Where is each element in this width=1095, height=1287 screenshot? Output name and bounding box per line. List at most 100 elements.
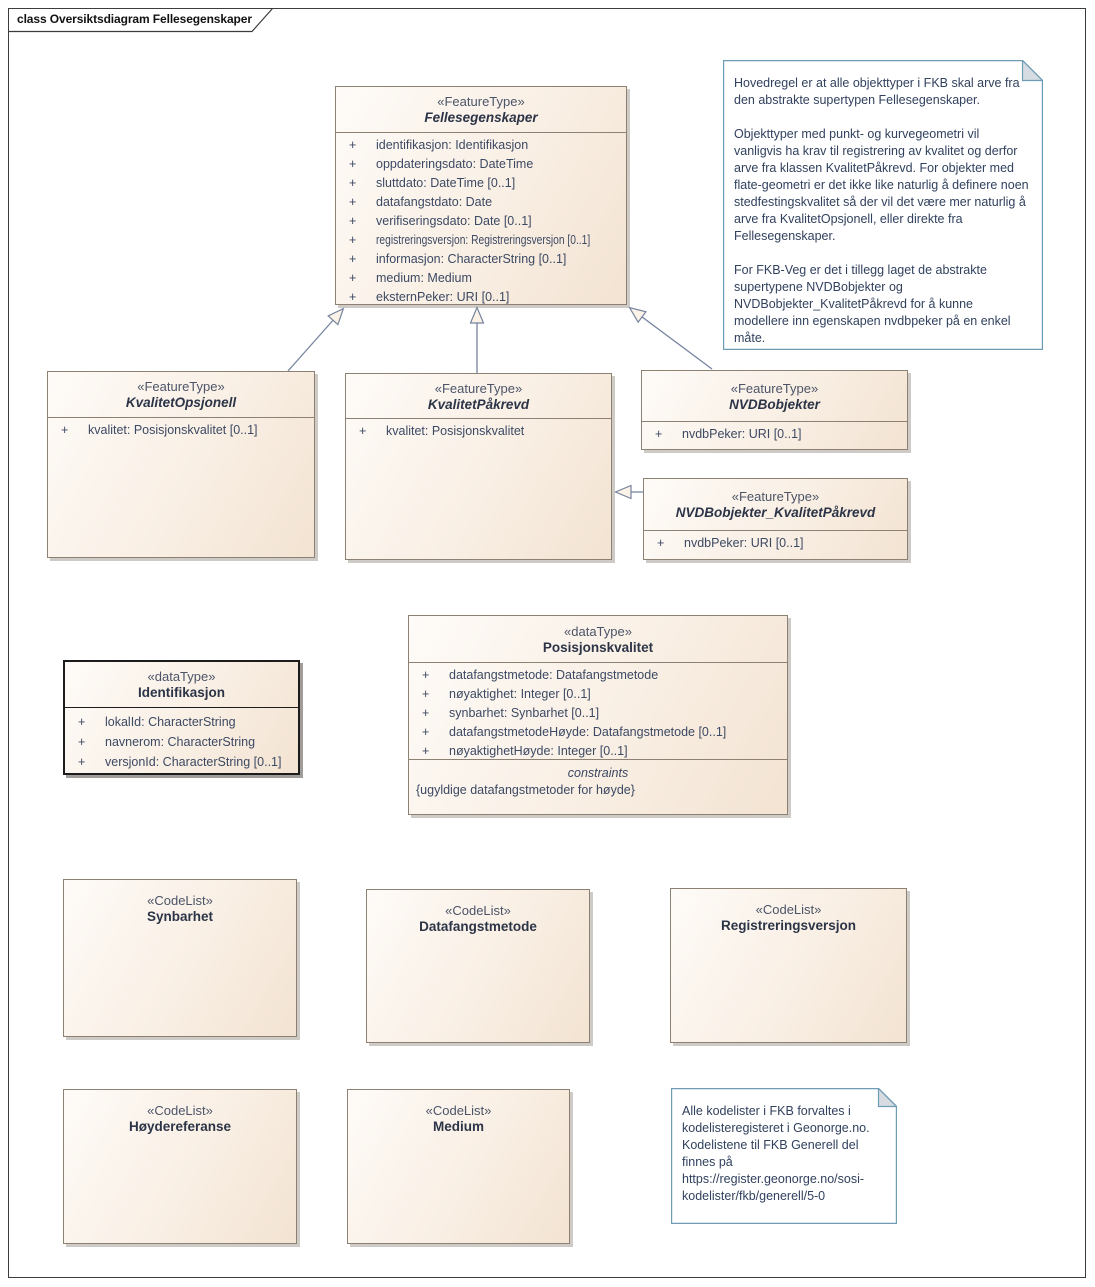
attribute-text: nvdbPeker: URI [0..1] [682, 427, 802, 441]
class-header: «CodeList» Medium [348, 1090, 569, 1134]
attribute-compartment: +nvdbPeker: URI [0..1] [644, 531, 907, 556]
attribute-row: +datafangstdato: Date [336, 193, 626, 212]
class-nvdbobjekter-kvalitetpakrevd[interactable]: «FeatureType» NVDBobjekter_KvalitetPåkre… [643, 478, 908, 560]
visibility: + [422, 706, 430, 720]
class-header: «FeatureType» KvalitetPåkrevd [346, 374, 611, 419]
class-nvdbobjekter[interactable]: «FeatureType» NVDBobjekter + nvdbPeker: U… [641, 370, 908, 450]
attribute-text: kvalitet: Posisjonskvalitet [386, 424, 525, 438]
attribute-text: synbarhet: Synbarhet [0..1] [449, 706, 600, 720]
stereotype-label: «CodeList» [445, 903, 511, 918]
class-header: «FeatureType» Fellesegenskaper [336, 87, 626, 133]
class-kvalitetopsjonell[interactable]: «FeatureType» KvalitetOpsjonell +kvalite… [47, 371, 315, 558]
class-identifikasjon[interactable]: «dataType» Identifikasjon +lokalId: Char… [63, 660, 300, 775]
class-name: Registreringsversjon [720, 918, 857, 933]
visibility: + [349, 214, 357, 228]
stereotype-label: «FeatureType» [731, 489, 820, 504]
attribute-compartment: + identifikasjon: Identifikasjon + oppdate… [336, 133, 626, 310]
attribute-row: + synbarhet: Synbarhet [0..1] [409, 704, 787, 723]
note-kodelister[interactable]: Alle kodelister i FKB forvaltes i kodeli… [671, 1088, 897, 1224]
visibility: + [349, 176, 357, 190]
attribute-row: + verifiseringsdato: Date [0..1] [336, 212, 626, 231]
class-name: Posisjonskvalitet [542, 639, 654, 655]
visibility: + [349, 157, 357, 171]
visibility: + [359, 424, 367, 438]
class-synbarhet[interactable]: «CodeList» Synbarhet [63, 879, 297, 1037]
attribute-compartment: + kvalitet: Posisjonskvalitet [346, 419, 611, 444]
visibility: + [78, 755, 86, 769]
class-header: «CodeList» Synbarhet [64, 880, 296, 924]
stereotype-label: «CodeList» [147, 893, 213, 908]
note-outline [671, 1088, 897, 1224]
attribute-text: navnerom: CharacterString [105, 735, 256, 749]
class-name: Fellesegenskaper [424, 110, 538, 125]
class-name: KvalitetPåkrevd [427, 396, 530, 412]
class-header: «CodeList» Høydereferanse [64, 1090, 296, 1134]
visibility: + [349, 138, 357, 152]
visibility: + [78, 715, 86, 729]
attribute-row: + oppdateringsdato: DateTime [336, 155, 626, 174]
attribute-row: + lokalId: CharacterString [65, 712, 298, 732]
attribute-row: +medium: Medium [336, 269, 626, 288]
class-kvalitetpakrevd[interactable]: «FeatureType» KvalitetPåkrevd + kvalitet:… [345, 373, 612, 560]
note-text: Hovedregel er at alle objekttyper i FKB … [734, 76, 1029, 345]
attribute-text: datafangstmetode: Datafangstmetode [449, 668, 659, 682]
class-fellesegenskaper[interactable]: «FeatureType» Fellesegenskaper + identifi… [335, 86, 627, 305]
attribute-row: + kvalitet: Posisjonskvalitet [346, 422, 611, 441]
stereotype-label: «dataType» [147, 669, 216, 684]
note-inheritance[interactable]: Hovedregel er at alle objekttyper i FKB … [723, 60, 1043, 350]
attribute-compartment: + lokalId: CharacterString + navnerom: Cha… [65, 708, 298, 775]
visibility: + [349, 290, 357, 304]
class-name: Medium [432, 1119, 484, 1134]
stereotype-label: «dataType» [564, 623, 632, 639]
constraint-text: {ugyldige datafangstmetoder for høyde} [416, 783, 635, 797]
attribute-text: verifiseringsdato: Date [0..1] [376, 214, 532, 228]
class-name: KvalitetOpsjonell [125, 395, 237, 410]
class-name: Høydereferanse [128, 1119, 232, 1134]
class-posisjonskvalitet[interactable]: «dataType» Posisjonskvalitet +datafangst… [408, 615, 788, 815]
visibility: + [349, 195, 357, 209]
class-medium[interactable]: «CodeList» Medium [347, 1089, 570, 1244]
attribute-row: + informasjon: CharacterString [0..1] [336, 250, 626, 269]
class-datafangstmetode[interactable]: «CodeList» Datafangstmetode [366, 889, 590, 1043]
visibility: + [657, 536, 665, 550]
attribute-text: eksternPeker: URI [0..1] [376, 290, 510, 304]
stereotype-label: «FeatureType» [730, 380, 819, 396]
visibility: + [78, 735, 86, 749]
attribute-row: + nvdbPeker: URI [0..1] [642, 425, 907, 444]
stereotype-label: «CodeList» [147, 1103, 213, 1118]
attribute-text: oppdateringsdato: DateTime [376, 157, 534, 171]
attribute-row: +nvdbPeker: URI [0..1] [644, 534, 907, 553]
attribute-text: lokalId: CharacterString [105, 715, 236, 729]
class-header: «CodeList» Datafangstmetode [367, 890, 589, 934]
attribute-row: + navnerom: CharacterString [65, 732, 298, 752]
attribute-text: informasjon: CharacterString [0..1] [376, 252, 567, 266]
visibility: + [422, 668, 430, 682]
class-name: NVDBobjekter [729, 396, 820, 412]
diagram-frame [8, 8, 1086, 1278]
visibility: + [349, 252, 357, 266]
diagram-title: class Oversiktsdiagram Fellesegenskaper [17, 12, 252, 26]
attribute-row: +nøyaktighet: Integer [0..1] [409, 685, 787, 704]
attribute-row: + eksternPeker: URI [0..1] [336, 288, 626, 307]
attribute-text: registreringsversjon: Registreringsversj… [376, 233, 591, 247]
attribute-text: versjonId: CharacterString [0..1] [105, 755, 282, 769]
class-header: «FeatureType» NVDBobjekter [642, 371, 907, 422]
class-registreringsversjon[interactable]: «CodeList» Registreringsversjon [670, 888, 907, 1043]
class-name: NVDBobjekter_KvalitetPåkrevd [675, 505, 876, 520]
attribute-text: kvalitet: Posisjonskvalitet [0..1] [88, 423, 258, 437]
attribute-text: nøyaktighetHøyde: Integer [0..1] [449, 744, 628, 758]
stereotype-label: «CodeList» [425, 1103, 492, 1118]
class-header: «dataType» Posisjonskvalitet [409, 616, 787, 663]
attribute-text: sluttdato: DateTime [0..1] [376, 176, 516, 190]
attribute-row: + sluttdato: DateTime [0..1] [336, 174, 626, 193]
visibility: + [655, 427, 663, 441]
class-hoydereferanse[interactable]: «CodeList» Høydereferanse [63, 1089, 297, 1244]
attribute-text: identifikasjon: Identifikasjon [376, 138, 529, 152]
visibility: + [61, 423, 69, 437]
attribute-compartment: +datafangstmetode: Datafangstmetode +nøy… [409, 663, 787, 759]
visibility: + [349, 233, 357, 247]
attribute-text: nøyaktighet: Integer [0..1] [449, 687, 591, 701]
class-name: Synbarhet [146, 909, 214, 924]
attribute-row: +datafangstmetodeHøyde: Datafangstmetode… [409, 723, 787, 742]
